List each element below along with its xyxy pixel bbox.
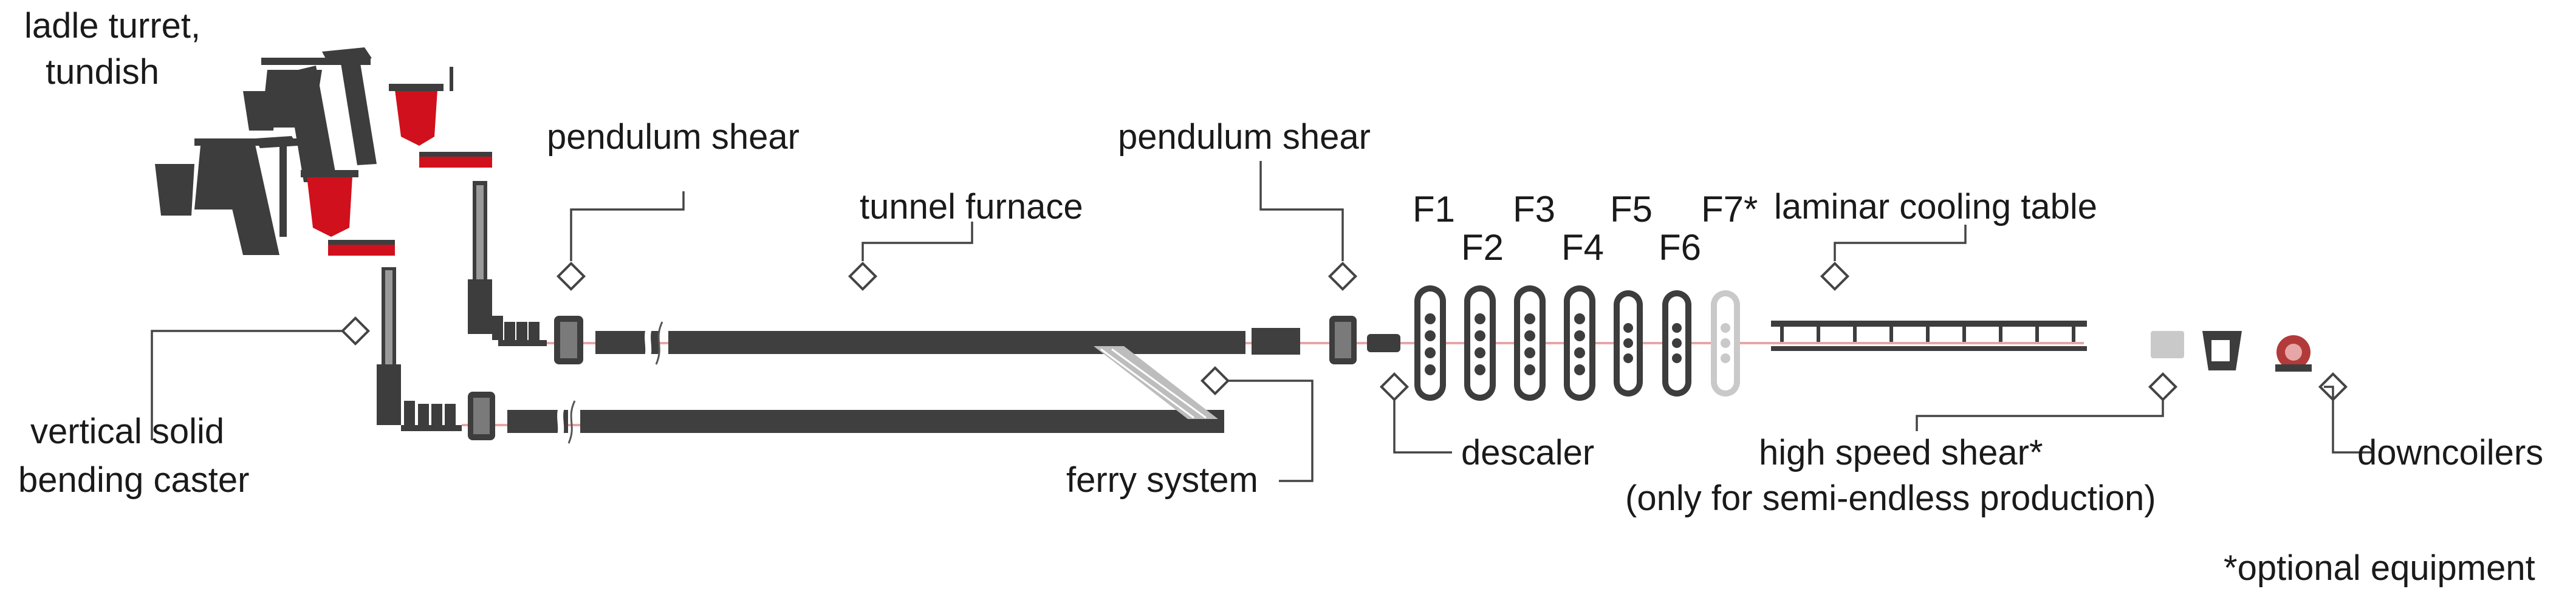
ladle-turret-lower (155, 136, 395, 256)
label-footnote: *optional equipment (2224, 548, 2535, 588)
label-stand-f6: F6 (1659, 227, 1701, 268)
label-stand-f3: F3 (1513, 189, 1555, 230)
label-stand-f2: F2 (1461, 227, 1504, 268)
label-vertical-caster-line2: bending caster (18, 460, 249, 500)
label-high-speed-shear-line1: high speed shear* (1759, 433, 2043, 472)
callout-tunnel-furnace (848, 222, 973, 291)
high-speed-shear-optional (2151, 331, 2184, 358)
callout-vertical-caster (151, 316, 371, 440)
stand-f3 (1514, 285, 1546, 401)
label-pendulum-shear-1: pendulum shear (547, 117, 800, 157)
caster-strand-lower (377, 267, 462, 431)
furnace-break-upper (642, 320, 663, 366)
label-ladle-turret-line1: ladle turret, (24, 6, 200, 46)
tunnel-furnace-upper (595, 328, 1300, 355)
label-stand-f4: F4 (1561, 227, 1604, 268)
stand-f6 (1662, 290, 1691, 397)
pendulum-shear-2 (1329, 316, 1357, 364)
label-stand-f5: F5 (1610, 189, 1653, 230)
label-ferry-system: ferry system (1066, 460, 1258, 500)
descaler-unit (1367, 334, 1400, 352)
callout-laminar-cooling (1820, 225, 1967, 291)
label-high-speed-shear-line2: (only for semi-endless production) (1625, 479, 2156, 518)
label-ladle-turret-line2: tundish (46, 52, 159, 92)
label-pendulum-shear-2: pendulum shear (1118, 117, 1371, 157)
callout-pendulum-shear-1 (556, 191, 685, 291)
label-downcoilers: downcoilers (2357, 433, 2543, 472)
label-stand-f7: F7* (1701, 189, 1758, 230)
label-laminar-cooling-table: laminar cooling table (1774, 187, 2097, 227)
laminar-cooling-table (1771, 321, 2087, 351)
downcoilers-unit (2202, 331, 2312, 372)
label-vertical-caster-line1: vertical solid (30, 412, 224, 451)
tunnel-furnace-lower (507, 410, 1224, 433)
furnace-break-lower (555, 399, 576, 445)
ferry-system-track (1094, 346, 1218, 419)
stand-f1 (1414, 285, 1446, 401)
finishing-stands (1414, 285, 1740, 401)
label-tunnel-furnace: tunnel furnace (860, 187, 1083, 227)
callout-descaler (1379, 372, 1452, 454)
callout-ferry-system (1200, 366, 1314, 482)
callout-high-speed-shear (1916, 372, 2178, 431)
pendulum-shear-lower (468, 392, 495, 440)
stand-f2 (1464, 285, 1496, 401)
pendulum-shear-1 (554, 316, 583, 364)
stand-f4 (1564, 285, 1595, 401)
caster-strand-upper (468, 181, 547, 346)
callout-downcoilers (2318, 372, 2372, 454)
stand-f5 (1614, 290, 1643, 397)
ladle-turret-upper (243, 47, 492, 182)
stand-f7-optional (1711, 290, 1740, 397)
label-descaler: descaler (1461, 433, 1594, 472)
label-stand-f1: F1 (1413, 189, 1455, 230)
callout-pendulum-shear-2 (1259, 161, 1358, 291)
